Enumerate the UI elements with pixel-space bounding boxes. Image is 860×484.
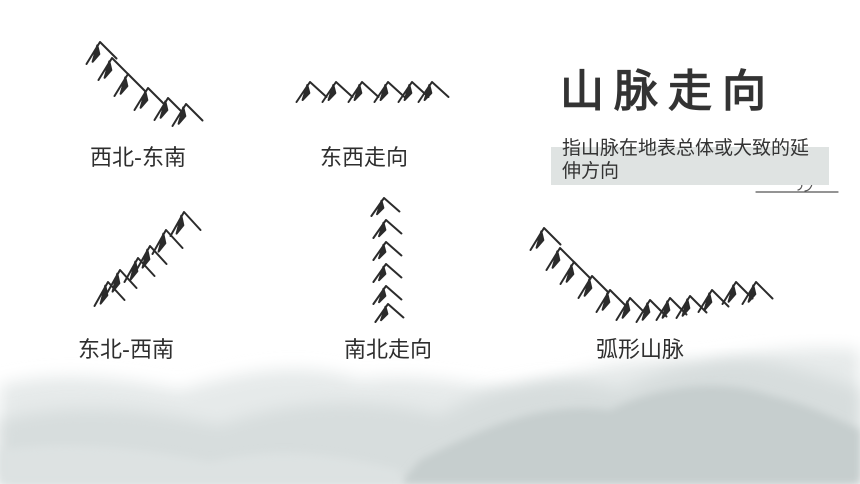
sym-arc-peak-4-shade: [585, 280, 592, 295]
label-northeast-southwest: 东北-西南: [78, 338, 174, 363]
sym-ns-peak-3: [372, 241, 403, 261]
sym-ns-peak-1-shade: [377, 201, 384, 214]
sym-arc-peak-8-shade: [663, 302, 670, 317]
sym-nw-peak-4-shade: [141, 92, 148, 107]
sym-ns-peak-6: [374, 303, 405, 323]
sym-ew-peak-2: [321, 81, 354, 103]
east-west-mountain-symbol: [295, 81, 450, 103]
sym-ne-peak-2-shade: [113, 274, 120, 291]
sym-arc-peak-12-shade: [749, 286, 756, 301]
sym-ns-peak-4-shade: [379, 267, 386, 280]
slide-title: 山脉走向: [560, 66, 776, 117]
sym-arc-peak-7-shade: [643, 304, 650, 319]
sym-ew-peak-3: [347, 81, 380, 103]
northeast-southwest-mountain-symbol: [93, 211, 202, 307]
arc-mountain-symbol: [529, 227, 774, 323]
label-northwest-southeast: 西北-东南: [90, 146, 186, 171]
sym-ew-peak-1-shade: [303, 86, 310, 99]
definition-text: 指山脉在地表总体或大致的延伸方向: [562, 137, 810, 182]
sym-arc-peak-1-shade: [537, 232, 544, 247]
sym-ew-peak-5-shade: [405, 86, 412, 99]
sym-ns-peak-2-shade: [379, 223, 386, 236]
sym-ns-peak-1: [370, 197, 401, 217]
sym-arc-peak-11-shade: [729, 286, 736, 301]
sym-ne-peak-6-shade: [177, 216, 184, 233]
definition-highlight: [551, 147, 829, 185]
sym-ns-peak-4: [372, 263, 403, 283]
sym-ns-peak-5: [372, 285, 403, 305]
label-arc: 弧形山脉: [596, 338, 685, 363]
sym-ne-peak-6: [169, 211, 202, 237]
sym-arc-peak-2-shade: [553, 252, 560, 267]
sym-arc-peak-9-shade: [683, 300, 690, 315]
sym-arc-peak-5: [595, 289, 628, 313]
sym-ne-peak-1: [93, 281, 126, 307]
sym-ns-peak-3-shade: [379, 245, 386, 258]
sym-arc-peak-4: [577, 275, 610, 299]
sym-ew-peak-4-shade: [381, 86, 388, 99]
sym-ns-peak-6-shade: [381, 307, 388, 320]
sym-ne-peak-5-shade: [159, 234, 166, 251]
northwest-southeast-mountain-symbol: [85, 41, 204, 127]
sym-arc-peak-5-shade: [603, 294, 610, 309]
sym-ne-peak-5: [151, 229, 184, 255]
sym-ns-peak-2: [372, 219, 403, 239]
sym-ew-peak-2-shade: [329, 86, 336, 99]
sym-nw-peak-5-shade: [161, 102, 168, 117]
sym-ne-peak-4-shade: [143, 250, 150, 267]
sym-nw-peak-3: [113, 73, 146, 97]
sym-arc-peak-1: [529, 227, 562, 251]
sym-ew-peak-1: [295, 81, 328, 103]
sym-arc-peak-3-shade: [567, 266, 574, 281]
sym-ew-peak-3-shade: [355, 86, 362, 99]
sym-nw-peak-1-shade: [93, 46, 100, 61]
sym-arc-peak-3: [559, 261, 592, 285]
sym-nw-peak-1: [85, 41, 118, 65]
label-north-south: 南北走向: [344, 338, 433, 363]
north-south-mountain-symbol: [370, 197, 405, 323]
sym-arc-peak-10-shade: [705, 294, 712, 309]
sym-ew-peak-6-shade: [425, 86, 432, 99]
sym-nw-peak-4: [133, 87, 166, 111]
sym-ne-peak-4: [135, 245, 168, 271]
sym-nw-peak-2-shade: [105, 62, 112, 77]
sym-ns-peak-5-shade: [379, 289, 386, 302]
sym-nw-peak-6-shade: [179, 108, 186, 123]
label-east-west: 东西走向: [320, 146, 409, 171]
sym-nw-peak-2: [97, 57, 130, 81]
sym-ne-peak-1-shade: [101, 286, 108, 303]
sym-ne-peak-3-shade: [131, 262, 138, 279]
sym-nw-peak-3-shade: [121, 78, 128, 93]
sym-arc-peak-6-shade: [623, 302, 630, 317]
